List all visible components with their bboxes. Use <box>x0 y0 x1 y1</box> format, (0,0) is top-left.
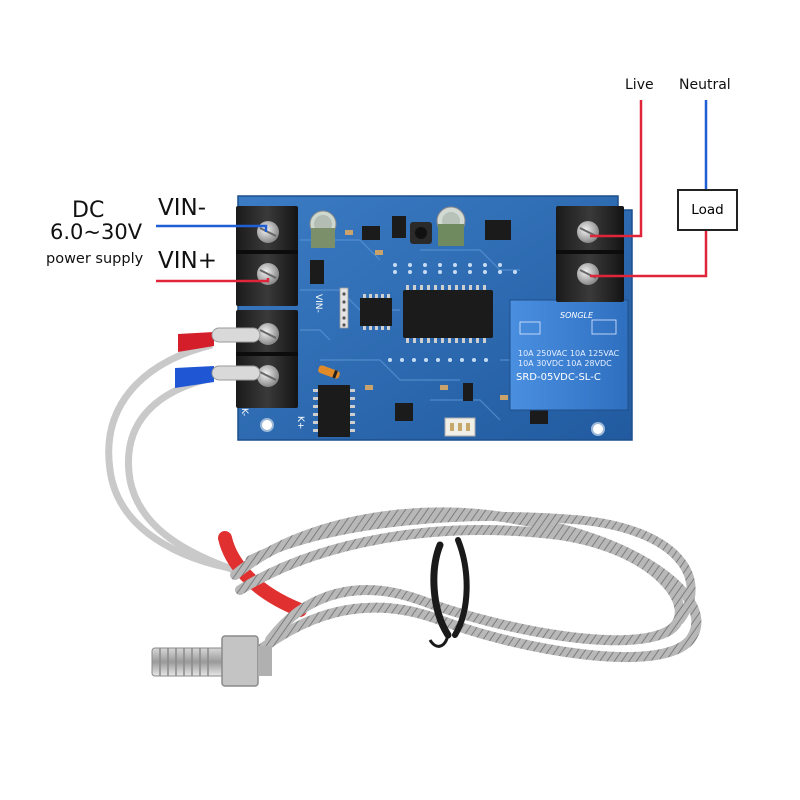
load-label: Load <box>691 202 724 218</box>
diode <box>318 365 340 379</box>
terminal-block-sensor <box>236 310 298 408</box>
wire-vin-plus <box>156 278 270 283</box>
ring-terminal-blue <box>175 365 261 388</box>
wire-vin-minus <box>156 224 268 232</box>
probe-screw <box>151 635 272 687</box>
relay-model: SRD-05VDC-SL-C <box>516 372 601 383</box>
capacitor-left <box>309 210 337 248</box>
main-chip <box>403 285 493 343</box>
load-box: Load <box>677 189 738 231</box>
small-components <box>310 216 548 424</box>
header-pins <box>339 287 349 329</box>
dc-label: DC <box>72 198 105 223</box>
relay: SONGLE 10A 250VAC 10A 125VAC 10A 30VDC 1… <box>509 299 629 411</box>
secondary-chip <box>360 294 392 330</box>
capacitor-right <box>436 206 466 246</box>
power-supply-label: power supply <box>46 251 144 267</box>
vin-minus-label: VIN- <box>158 195 207 221</box>
silk-vin-minus: VIN- <box>313 294 323 313</box>
silk-k-minus: K- <box>239 408 249 416</box>
ring-terminal-red <box>178 327 261 352</box>
silk-k-plus: K+ <box>295 416 305 429</box>
relay-rating-2: 10A 30VDC 10A 28VDC <box>518 359 612 368</box>
terminal-block-relay <box>556 206 624 302</box>
relay-brand: SONGLE <box>560 311 594 320</box>
vin-plus-label: VIN+ <box>158 248 217 274</box>
relay-rating-1: 10A 250VAC 10A 125VAC <box>518 349 620 358</box>
voltage-range-label: 6.0~30V <box>50 220 143 244</box>
neutral-label: Neutral <box>679 77 731 93</box>
wire-live <box>590 100 643 238</box>
dip-chip <box>313 385 355 437</box>
terminal-block-power <box>236 206 298 306</box>
cable-tie <box>428 537 470 648</box>
live-label: Live <box>625 77 654 93</box>
jst-connector <box>444 417 476 437</box>
wire-load-return <box>590 231 708 278</box>
